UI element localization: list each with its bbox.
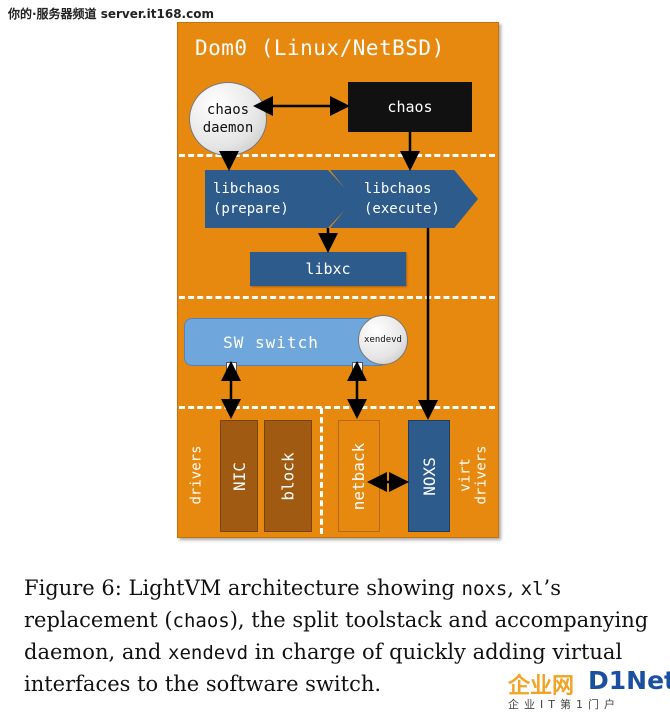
caption-code-xl: xl bbox=[520, 578, 544, 600]
nic-node: NIC bbox=[220, 420, 258, 532]
divider-1 bbox=[179, 154, 495, 157]
caption-code-noxs: noxs bbox=[461, 578, 508, 600]
xendevd-node: xendevd bbox=[358, 315, 408, 365]
caption-part-2: , bbox=[507, 576, 521, 600]
caption-code-xendevd: xendevd bbox=[168, 642, 249, 664]
chaos-daemon-node: chaos daemon bbox=[189, 82, 267, 156]
chaos-daemon-label: chaos daemon bbox=[202, 102, 254, 136]
caption-part-4: ), the split toolstack and accompanying … bbox=[24, 608, 649, 664]
block-node: block bbox=[264, 420, 312, 532]
d1net-logo: 企业网 D1Net 企业IT第1门户 bbox=[508, 666, 670, 712]
chaos-node: chaos bbox=[348, 82, 472, 132]
logo-dinet-text: D1Net bbox=[588, 666, 670, 695]
caption-part-5: in charge of quickly adding virtual inte… bbox=[24, 640, 623, 696]
sw-switch-node: SW switch bbox=[184, 318, 388, 366]
logo-cn-text: 企业网 bbox=[508, 674, 575, 699]
caption-part-3: ’s replacement ( bbox=[24, 576, 561, 632]
caption-part-1: Figure 6: LightVM architecture showing bbox=[24, 576, 462, 600]
libchaos-execute-node: libchaos (execute) bbox=[330, 170, 478, 228]
libchaos-prepare-label: libchaos (prepare) bbox=[213, 181, 289, 217]
xendevd-label: xendevd bbox=[364, 335, 402, 345]
libxc-label: libxc bbox=[305, 260, 351, 278]
chaos-label: chaos bbox=[387, 98, 433, 116]
figure-caption: Figure 6: LightVM architecture showing n… bbox=[24, 573, 654, 700]
sw-switch-label: SW switch bbox=[223, 332, 319, 352]
caption-code-chaos: chaos bbox=[172, 610, 230, 632]
dom0-title: Dom0 (Linux/NetBSD) bbox=[195, 36, 445, 60]
divider-vertical bbox=[320, 408, 323, 534]
divider-2 bbox=[179, 296, 495, 299]
divider-3 bbox=[179, 406, 495, 409]
libxc-node: libxc bbox=[250, 252, 406, 286]
site-watermark: 你的·服务器频道 server.it168.com bbox=[8, 7, 214, 21]
libchaos-prepare-node: libchaos (prepare) bbox=[205, 170, 355, 228]
logo-sub-text: 企业IT第1门户 bbox=[508, 698, 620, 711]
libchaos-execute-label: libchaos (execute) bbox=[364, 181, 440, 217]
